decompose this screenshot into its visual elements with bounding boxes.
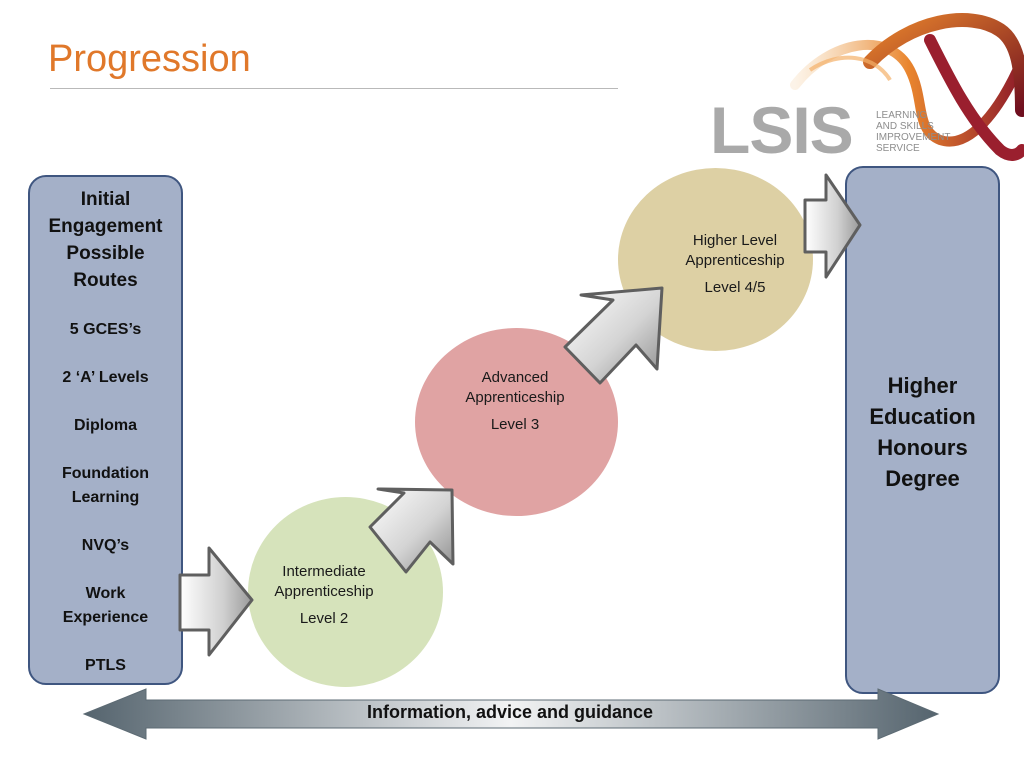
destination-line: Higher	[887, 373, 958, 398]
lsis-swoosh-logo-icon	[790, 13, 1024, 161]
route-line: Experience	[62, 609, 149, 626]
initial-engagement-heading: Initial Engagement Possible Routes	[28, 186, 183, 294]
route-a-levels: 2 ‘A’ Levels	[28, 366, 183, 390]
route-line: Diploma	[73, 417, 138, 434]
route-nvq: NVQ’s	[28, 534, 183, 558]
heading-line: Initial	[80, 189, 131, 210]
information-advice-guidance-label: Information, advice and guidance	[366, 702, 654, 722]
logo-subtitle: LEARNING AND SKILLS IMPROVEMENT SERVICE	[876, 110, 976, 154]
stage-line: Higher Level	[692, 232, 778, 249]
route-ptls: PTLS	[28, 654, 183, 678]
stage-line: Advanced	[481, 369, 549, 386]
stage-line: Apprenticeship	[465, 389, 565, 406]
route-line: Work	[85, 585, 126, 602]
stage-level: Level 2	[299, 610, 349, 627]
route-line: NVQ’s	[81, 537, 130, 554]
destination-line: Honours	[877, 435, 968, 460]
logo-subtitle-line: AND SKILLS	[876, 121, 934, 132]
stage-line: Apprenticeship	[274, 583, 374, 600]
initial-engagement-panel	[28, 175, 183, 685]
heading-line: Possible	[66, 243, 145, 264]
title-divider	[50, 88, 618, 89]
stage-label-advanced: Advanced Apprenticeship Level 3	[440, 368, 590, 435]
stage-label-higher: Higher Level Apprenticeship Level 4/5	[660, 231, 810, 298]
stage-label-intermediate: Intermediate Apprenticeship Level 2	[248, 562, 400, 629]
destination-line: Degree	[885, 466, 960, 491]
route-line: 5 GCES’s	[69, 321, 142, 338]
route-diploma: Diploma	[28, 414, 183, 438]
route-line: 2 ‘A’ Levels	[62, 369, 149, 386]
higher-education-text: Higher Education Honours Degree	[845, 370, 1000, 494]
route-foundation-learning: Foundation Learning	[28, 462, 183, 510]
higher-education-panel	[845, 166, 1000, 694]
arrow-right-icon	[803, 173, 862, 279]
route-line: Foundation	[61, 465, 150, 482]
route-gcse: 5 GCES’s	[28, 318, 183, 342]
stage-level: Level 4/5	[704, 279, 766, 296]
arrow-up-right-icon	[368, 487, 455, 574]
arrow-up-right-icon	[563, 286, 664, 385]
information-advice-guidance-bar	[82, 688, 940, 740]
destination-line: Education	[869, 404, 976, 429]
logo-subtitle-line: IMPROVEMENT	[876, 132, 951, 143]
heading-line: Routes	[73, 270, 138, 291]
logo-subtitle-line: SERVICE	[876, 143, 920, 154]
stage-level: Level 3	[490, 416, 540, 433]
stage-line: Apprenticeship	[685, 252, 785, 269]
route-work-experience: Work Experience	[28, 582, 183, 630]
stage-line: Intermediate	[282, 563, 366, 580]
logo-wordmark: LSIS	[710, 93, 854, 167]
route-line: PTLS	[85, 657, 126, 674]
route-line: Learning	[71, 489, 140, 506]
page-title: Progression	[48, 38, 251, 80]
logo-subtitle-line: LEARNING	[876, 110, 928, 121]
arrow-right-icon	[178, 546, 254, 657]
heading-line: Engagement	[48, 216, 163, 237]
